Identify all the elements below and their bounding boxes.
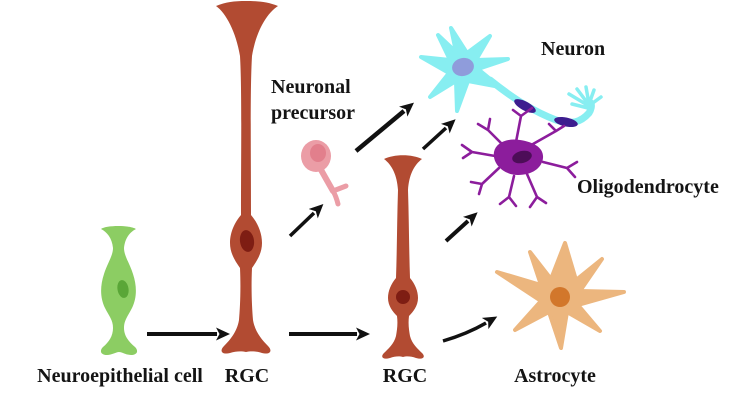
precursor-process-branches <box>330 183 349 207</box>
rgc1-nucleus <box>239 230 255 252</box>
precursor-process <box>317 165 336 194</box>
rgc2-body <box>382 155 424 359</box>
neuroepithelial-label: Neuroepithelial cell <box>37 365 203 387</box>
neuron-axon-terminal <box>567 85 603 110</box>
oligodendrocyte-nucleus <box>512 150 532 164</box>
neuroepithelial-cell-shape <box>100 226 138 355</box>
neuron-axon <box>486 76 595 126</box>
rgc1-label: RGC <box>224 365 270 387</box>
oligodendrocyte-processes <box>460 106 579 209</box>
arrow-rgc1-to-precursor <box>288 204 324 238</box>
myelin-segment-2 <box>554 116 578 128</box>
arrow-rgc2-to-astrocyte <box>442 316 498 343</box>
astrocyte-nucleus <box>550 287 570 307</box>
rgc2-nucleus <box>396 290 410 304</box>
rgc2-shape <box>382 155 424 359</box>
oligodendrocyte-shape <box>460 99 579 209</box>
astrocyte-shape <box>495 241 626 350</box>
neuroepithelial-nucleus <box>117 280 129 298</box>
arrows <box>147 102 498 343</box>
arrow-precursor-to-neuron <box>354 102 414 153</box>
precursor-nucleus <box>310 144 326 162</box>
oligodendrocyte-label: Oligodendrocyte <box>577 176 719 198</box>
neuronal-precursor-shape <box>301 140 349 207</box>
rgc1-body <box>216 1 278 354</box>
neuron-label: Neuron <box>541 38 606 60</box>
rgc2-label: RGC <box>382 365 428 387</box>
rgc1-shape <box>216 1 278 354</box>
neuron-nucleus <box>452 57 474 77</box>
astrocyte-label: Astrocyte <box>514 365 596 387</box>
neuronal-precursor-label: Neuronal precursor <box>271 76 356 124</box>
arrow-rgc2-to-neuron <box>421 119 456 151</box>
arrow-rgc2-to-oligodendrocyte <box>444 212 478 243</box>
